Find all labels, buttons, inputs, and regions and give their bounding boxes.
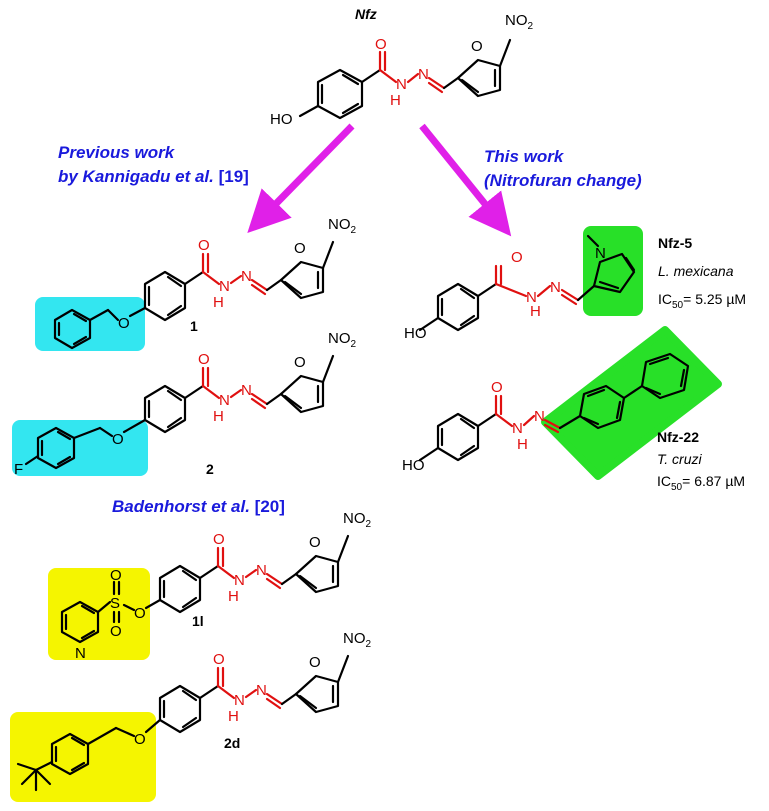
compound-1l-label: 1l [192, 613, 204, 629]
nfz22-species: T. cruzi [657, 451, 702, 467]
amide-n: N [396, 76, 407, 93]
svg-text:HO: HO [404, 325, 427, 342]
svg-text:O: O [134, 731, 146, 748]
svg-text:O: O [112, 431, 124, 448]
svg-text:O: O [213, 651, 225, 668]
svg-text:N: N [256, 562, 267, 579]
svg-text:O: O [294, 240, 306, 257]
nfz5-structure: HO O N H N N [404, 234, 636, 342]
compound-1l-structure: N S O O O O N H N O NO2 [60, 510, 372, 662]
svg-text:NO2: NO2 [343, 510, 372, 530]
svg-text:N: N [526, 289, 537, 306]
heading-this-work: This work [484, 147, 565, 166]
svg-text:O: O [110, 623, 122, 640]
svg-text:H: H [213, 408, 224, 425]
svg-text:N: N [512, 420, 523, 437]
imine-n: N [418, 66, 429, 83]
nfz-title: Nfz [355, 6, 377, 22]
arrow-left [247, 123, 355, 234]
heading-previous-work: Previous work [58, 143, 176, 162]
svg-text:H: H [228, 588, 239, 605]
svg-text:N: N [234, 692, 245, 709]
svg-text:NO2: NO2 [328, 216, 357, 236]
svg-text:H: H [517, 436, 528, 453]
svg-text:NO2: NO2 [328, 330, 357, 350]
svg-text:N: N [219, 278, 230, 295]
svg-text:O: O [309, 654, 321, 671]
nitro-group: NO2 [505, 12, 534, 32]
svg-text:N: N [550, 279, 561, 296]
svg-text:N: N [256, 682, 267, 699]
svg-text:O: O [134, 605, 146, 622]
nfz22-structure: HO O N H N [402, 352, 690, 474]
svg-text:H: H [228, 708, 239, 725]
heading-nitrofuran-change: (Nitrofuran change) [484, 171, 642, 190]
svg-text:NO2: NO2 [343, 630, 372, 650]
nfz5-name: Nfz-5 [658, 235, 692, 251]
svg-text:O: O [198, 237, 210, 254]
svg-text:N: N [595, 245, 606, 262]
compound-1-structure: O O N H N O NO2 [53, 216, 357, 350]
arrow-right [419, 123, 512, 237]
highlight-fluorobenzyl-2 [12, 420, 148, 476]
svg-text:O: O [511, 249, 523, 266]
svg-text:N: N [241, 268, 252, 285]
compound-2-label: 2 [206, 461, 214, 477]
svg-text:N: N [534, 408, 545, 425]
nfz-structure: HO O N H N O NO2 [270, 12, 534, 128]
svg-text:N: N [219, 392, 230, 409]
highlight-pyrrole-nfz5 [583, 226, 643, 316]
svg-text:O: O [491, 379, 503, 396]
heading-badenhorst: Badenhorst et al. [20] [112, 497, 285, 516]
svg-text:O: O [198, 351, 210, 368]
svg-text:O: O [118, 315, 130, 332]
hydroxyl-label: HO [270, 111, 293, 128]
svg-text:H: H [213, 294, 224, 311]
svg-text:H: H [530, 303, 541, 320]
svg-text:N: N [241, 382, 252, 399]
svg-text:N: N [75, 645, 86, 662]
compound-1-label: 1 [190, 318, 198, 334]
nfz22-ic50: IC50= 6.87 µM [657, 473, 745, 493]
svg-text:O: O [294, 354, 306, 371]
compound-2d-structure: O O N H N O NO2 [16, 630, 372, 792]
furan-o: O [471, 38, 483, 55]
compound-2d-label: 2d [224, 735, 240, 751]
highlight-tbutylbenzyl-2d [10, 712, 156, 802]
svg-text:O: O [213, 531, 225, 548]
svg-text:HO: HO [402, 457, 425, 474]
carbonyl-o: O [375, 36, 387, 53]
highlight-biphenyl-nfz22 [541, 326, 722, 480]
svg-text:S: S [110, 595, 120, 612]
nfz5-ic50: IC50= 5.25 µM [658, 291, 746, 311]
nfz22-name: Nfz-22 [657, 429, 699, 445]
amide-h: H [390, 92, 401, 109]
compound-2-structure: F O O N H N O NO2 [14, 330, 357, 478]
svg-text:F: F [14, 461, 23, 478]
svg-text:O: O [309, 534, 321, 551]
svg-text:N: N [234, 572, 245, 589]
svg-text:O: O [110, 567, 122, 584]
heading-kannigadu: by Kannigadu et al. [19] [58, 167, 249, 186]
nfz5-species: L. mexicana [658, 263, 734, 279]
